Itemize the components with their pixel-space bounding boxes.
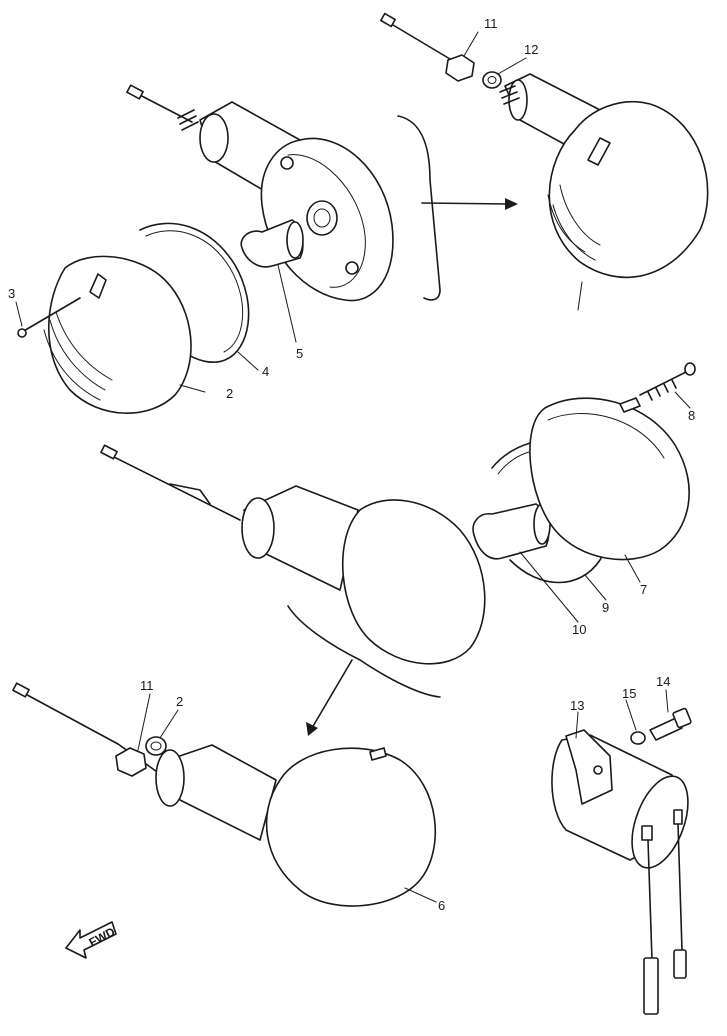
lens-7 [529,397,690,561]
lamp-lens-1 [548,100,709,279]
callout-8: 8 [688,408,695,423]
bracket-middle [287,605,441,698]
callout-11-bottom: 11 [140,678,154,693]
bracket-top [397,115,441,301]
washer-12 [482,71,502,89]
callout-6: 6 [438,898,445,913]
lamp-body-6-bottom [265,747,437,907]
callout-numbers: 11 12 3 2 4 5 8 7 9 10 11 2 6 13 15 14 [8,16,695,913]
assembled-flasher-bottom [12,682,437,907]
bolt-14 [649,717,683,741]
callout-14: 14 [656,674,670,689]
callout-13: 13 [570,698,584,713]
callout-2: 2 [226,386,233,401]
washer-2-bottom [145,736,167,756]
fwd-direction-arrow: FWD [65,921,118,959]
arrow-middle [306,722,318,736]
callout-12: 12 [524,42,538,57]
assembled-flasher-top-right [380,12,709,311]
callout-10: 10 [572,622,586,637]
lamp-body-6-middle [342,499,486,665]
callout-2-bottom: 2 [176,694,183,709]
flasher-relay-13 [551,707,692,1015]
nut-11-bottom [115,747,147,777]
callout-4: 4 [262,364,269,379]
callout-5: 5 [296,346,303,361]
callout-9: 9 [602,600,609,615]
callout-11-top: 11 [484,16,498,31]
arrow-top [505,198,518,210]
callout-3: 3 [8,286,15,301]
callout-7: 7 [640,582,647,597]
leader-lines [15,31,691,903]
exploded-flasher-middle [100,362,696,665]
washer-15 [630,731,646,745]
nut-11-top [445,54,475,82]
exploded-flasher-top-left [17,84,394,414]
lens-2 [47,255,192,414]
callout-15: 15 [622,686,636,701]
